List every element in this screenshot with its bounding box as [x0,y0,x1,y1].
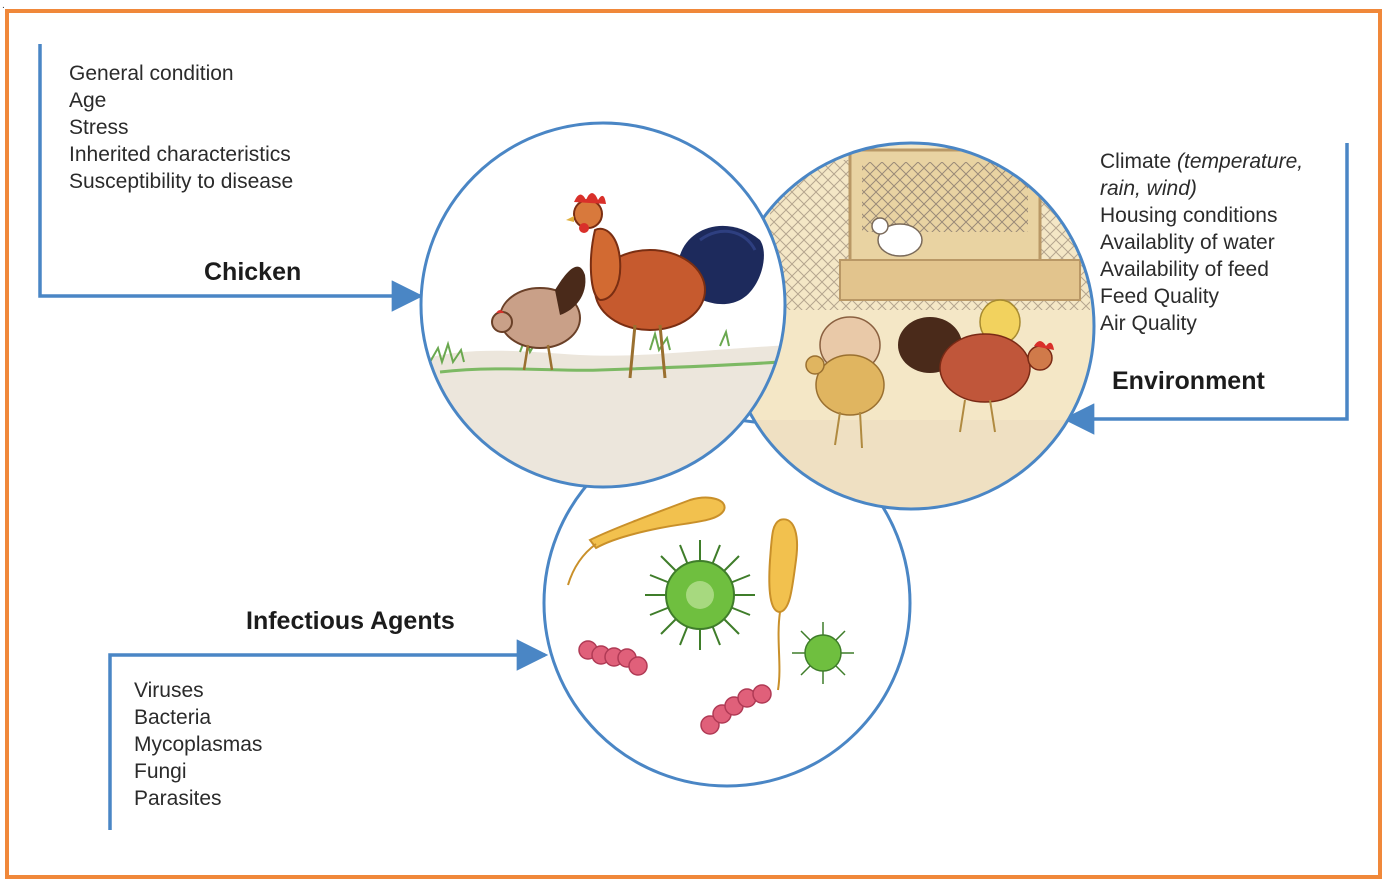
infectious-agent: Mycoplasmas [134,731,262,758]
infectious-agent: Bacteria [134,704,262,731]
chicken-factors-list: General condition Age Stress Inherited c… [69,60,293,195]
climate-label: Climate [1100,150,1171,173]
environment-heading: Environment [1112,367,1265,396]
infectious-agents-heading: Infectious Agents [246,607,455,636]
infectious-agent: Fungi [134,758,262,785]
environment-factor: Availablity of water [1100,229,1303,256]
chicken-factor: Stress [69,114,293,141]
chicken-factor: Susceptibility to disease [69,168,293,195]
climate-detail-continued: rain, wind) [1100,175,1303,202]
environment-factor-climate: Climate (temperature, [1100,148,1303,175]
environment-factor: Availability of feed [1100,256,1303,283]
chicken-factor: General condition [69,60,293,87]
climate-detail: (temperature, [1177,150,1303,173]
environment-factor: Housing conditions [1100,202,1303,229]
chicken-heading: Chicken [204,258,301,287]
infectious-agents-list: Viruses Bacteria Mycoplasmas Fungi Paras… [134,677,262,812]
infectious-agent: Viruses [134,677,262,704]
infectious-agent: Parasites [134,785,262,812]
chicken-factor: Age [69,87,293,114]
environment-factor: Feed Quality [1100,283,1303,310]
environment-factors-list: Climate (temperature, rain, wind) Housin… [1100,148,1303,337]
environment-factor: Air Quality [1100,310,1303,337]
chicken-factor: Inherited characteristics [69,141,293,168]
